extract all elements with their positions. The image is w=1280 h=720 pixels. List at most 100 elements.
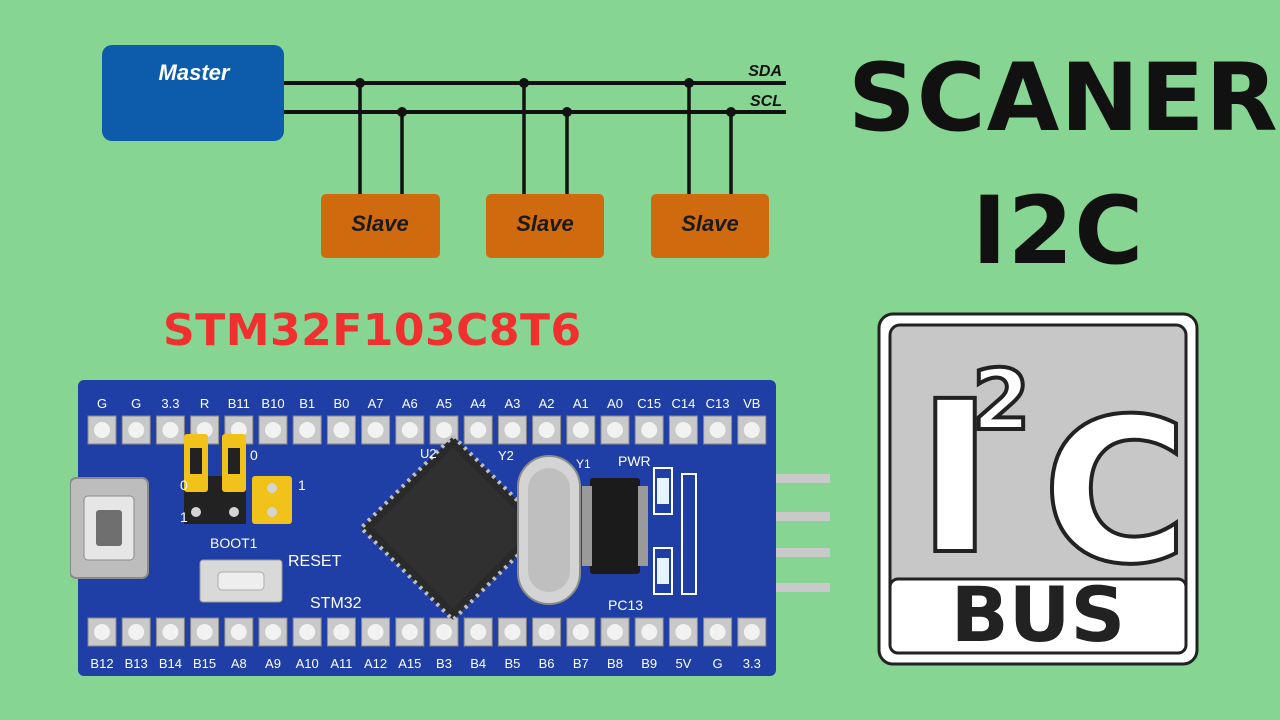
- led-pc13: [653, 547, 673, 595]
- bottom-pin-pad: [361, 617, 391, 647]
- bottom-pin-label: B14: [159, 656, 182, 671]
- bottom-pin-pad: [703, 617, 733, 647]
- top-pin-pad: [361, 415, 391, 445]
- bottom-pin-label: B6: [539, 656, 555, 671]
- bottom-pin-pad: [190, 617, 220, 647]
- bottom-pin-pad: [121, 617, 151, 647]
- top-pin-label: B1: [299, 396, 315, 411]
- bottom-pin-label: B15: [193, 656, 216, 671]
- bottom-pin-label: A11: [330, 656, 352, 671]
- bottom-pin-label: B13: [125, 656, 148, 671]
- pwr-label: PWR: [618, 453, 651, 469]
- slave-box: [651, 194, 769, 258]
- slave-box: [486, 194, 604, 258]
- top-pin-label: A1: [573, 396, 589, 411]
- usb-port: [70, 477, 149, 579]
- top-pin-label: C13: [706, 396, 730, 411]
- top-pin-pad: [737, 415, 767, 445]
- bottom-pin-label: G: [713, 656, 723, 671]
- bottom-pin-pad: [737, 617, 767, 647]
- regulator: [582, 478, 648, 574]
- bottom-pin-pad: [224, 617, 254, 647]
- jumper-label-2: 0: [250, 447, 258, 463]
- master-label: Master: [159, 60, 231, 85]
- top-pin-label: C15: [637, 396, 661, 411]
- bottom-pin-label: 5V: [675, 656, 691, 671]
- top-pin-pad: [566, 415, 596, 445]
- bottom-pin-pad: [497, 617, 527, 647]
- top-pin-label: C14: [671, 396, 695, 411]
- top-pin-label: 3.3: [161, 396, 179, 411]
- bottom-pin-pad: [292, 617, 322, 647]
- boot-label: BOOT1: [210, 535, 258, 551]
- slave-label: Slave: [351, 211, 409, 236]
- bottom-pin-pad: [155, 617, 185, 647]
- top-pin-pad: [634, 415, 664, 445]
- bottom-pin-pad: [634, 617, 664, 647]
- top-pin-pad: [463, 415, 493, 445]
- top-pin-label: A0: [607, 396, 623, 411]
- bottom-pin-label: A10: [296, 656, 319, 671]
- top-pin-label: A3: [504, 396, 520, 411]
- bottom-pin-label: A8: [231, 656, 247, 671]
- top-pin-label: B10: [261, 396, 284, 411]
- top-pin-label: A5: [436, 396, 452, 411]
- top-pin-pad: [668, 415, 698, 445]
- bottom-pin-label: A15: [398, 656, 421, 671]
- slave-1: Slave: [321, 78, 440, 258]
- jumper-label-0: 0: [180, 477, 188, 493]
- bottom-pin-pad: [326, 617, 356, 647]
- title-line-2: I2C: [971, 177, 1145, 286]
- bottom-pin-label: B4: [470, 656, 486, 671]
- logo-superscript: 2: [972, 351, 1030, 449]
- master-box: [102, 45, 284, 141]
- smd-outline: [681, 473, 697, 595]
- jumper-label-1: 1: [180, 509, 188, 525]
- bottom-pin-pad: [600, 617, 630, 647]
- top-pin-label: A6: [402, 396, 418, 411]
- boot-jumpers[interactable]: [184, 434, 292, 524]
- top-pin-pad: [121, 415, 151, 445]
- top-pin-pad: [600, 415, 630, 445]
- bottom-pin-pad: [258, 617, 288, 647]
- bottom-pin-label: B7: [573, 656, 589, 671]
- top-pin-label: B0: [333, 396, 349, 411]
- scl-label: SCL: [750, 93, 782, 110]
- top-pin-pad: [326, 415, 356, 445]
- bottom-pin-label: B9: [641, 656, 657, 671]
- top-pin-pad: [395, 415, 425, 445]
- y1-label: Y1: [576, 457, 591, 471]
- top-pin-label: VB: [743, 396, 760, 411]
- bottom-pin-label: 3.3: [743, 656, 761, 671]
- bottom-pin-pad: [532, 617, 562, 647]
- top-pin-pad: [292, 415, 322, 445]
- bottom-pin-label: A9: [265, 656, 281, 671]
- bottom-pin-label: B8: [607, 656, 623, 671]
- brand-label: STM32: [310, 595, 362, 612]
- i2c-bus-logo: I 2 C BUS: [877, 312, 1199, 666]
- pc13-label: PC13: [608, 597, 643, 613]
- title-line-1: SCANER: [848, 44, 1279, 153]
- bottom-pin-pad: [395, 617, 425, 647]
- reset-button[interactable]: [199, 559, 283, 603]
- bottom-pin-label: B5: [504, 656, 520, 671]
- slave-2: Slave: [486, 78, 604, 258]
- bottom-pin-pad: [87, 617, 117, 647]
- reset-label: RESET: [288, 553, 342, 570]
- top-pin-pad: [155, 415, 185, 445]
- bottom-pin-pad: [566, 617, 596, 647]
- u2-label: U2: [420, 446, 437, 461]
- slave-label: Slave: [681, 211, 739, 236]
- top-pin-label: G: [131, 396, 141, 411]
- bottom-pin-pad: [463, 617, 493, 647]
- top-pin-label: G: [97, 396, 107, 411]
- top-pin-label: R: [200, 396, 209, 411]
- top-pin-label: A4: [470, 396, 486, 411]
- slave-box: [321, 194, 440, 258]
- slave-3: Slave: [651, 78, 769, 258]
- top-pin-label: B11: [228, 396, 250, 411]
- logo-letter-c: C: [1042, 376, 1189, 609]
- chip-label: STM32F103C8T6: [163, 305, 582, 356]
- bottom-pin-label: B3: [436, 656, 452, 671]
